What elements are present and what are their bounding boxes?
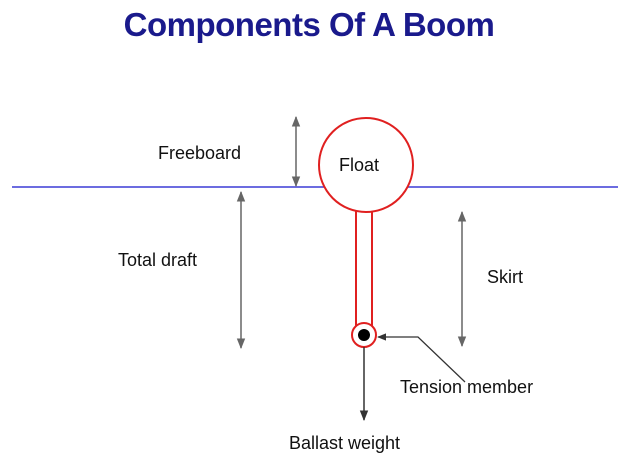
diagram-title: Components Of A Boom: [123, 6, 495, 43]
ballast-weight-label: Ballast weight: [289, 433, 401, 453]
tension-member-core: [358, 329, 370, 341]
total-draft-label: Total draft: [118, 250, 198, 270]
tension-member-pointer: [377, 333, 466, 383]
freeboard-label: Freeboard: [158, 143, 242, 163]
tension-member-label: Tension member: [400, 377, 534, 397]
float-circle: [318, 117, 414, 213]
skirt-body: [355, 204, 373, 328]
skirt-label: Skirt: [487, 267, 523, 287]
float-label: Float: [339, 155, 380, 175]
